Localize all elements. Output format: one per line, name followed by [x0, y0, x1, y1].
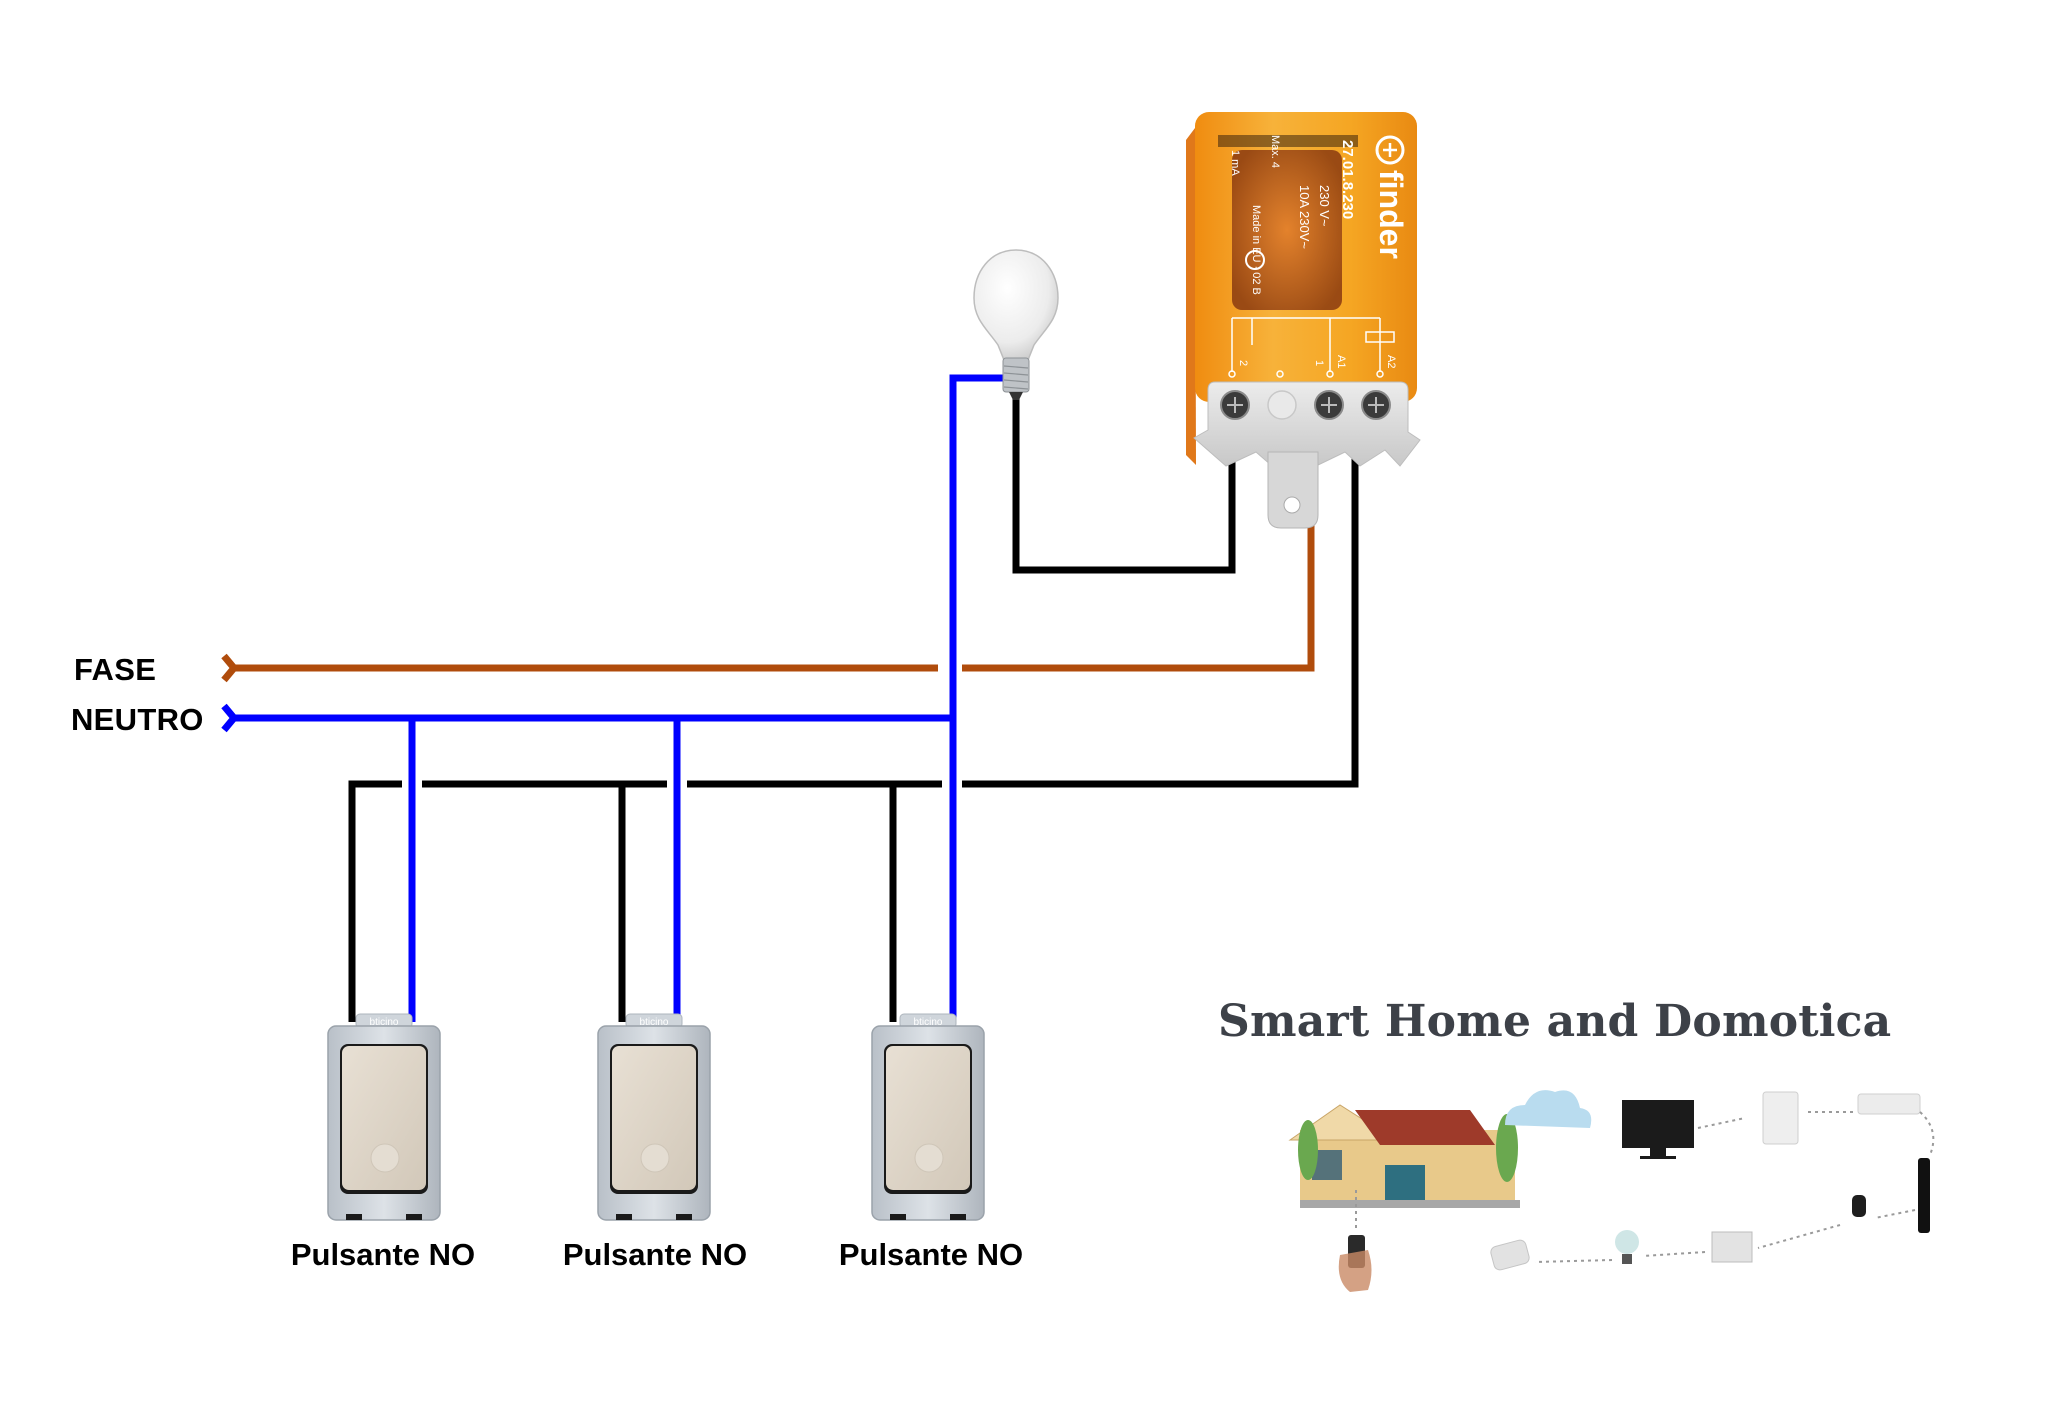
push-button-switch-1: bticino	[327, 1013, 441, 1221]
air-conditioner-icon	[1857, 1093, 1921, 1115]
tv-icon	[1622, 1100, 1694, 1148]
relay-side-shadow	[1186, 128, 1196, 465]
terminal-label-2: 2	[1237, 360, 1249, 366]
relay-coil-rating: 230 V~	[1317, 185, 1332, 227]
switch-3-label: Pulsante NO	[838, 1237, 1024, 1272]
switch-led-dot	[640, 1143, 670, 1173]
neutral-arrowhead	[221, 703, 239, 733]
switch-clip	[406, 1214, 422, 1220]
smart-plug-icon	[1490, 1239, 1530, 1271]
switch-1-label: Pulsante NO	[290, 1237, 476, 1272]
switch-key	[342, 1046, 426, 1190]
relay-mount-tab	[1267, 451, 1319, 529]
switch-brand-stamp: bticino	[370, 1017, 399, 1028]
switch-key	[612, 1046, 696, 1190]
terminal-label-a1: A1	[1335, 355, 1347, 368]
switches: bticino bticino bticino	[327, 1013, 985, 1221]
switch-clip	[616, 1214, 632, 1220]
switch-key	[886, 1046, 970, 1190]
switch-brand-stamp: bticino	[914, 1017, 943, 1028]
tower-speaker-icon	[1918, 1158, 1930, 1233]
switch-led-dot	[370, 1143, 400, 1173]
tree-icon	[1298, 1120, 1318, 1180]
relay-origin: Made in EU · 02 B	[1250, 205, 1262, 295]
terminal-label-1: 1	[1313, 360, 1325, 366]
ce-mark-icon	[1245, 250, 1265, 270]
relay-contact-rating: 10A 230V~	[1297, 185, 1312, 249]
brand-title: Smart Home and Domotica	[1218, 996, 1892, 1047]
push-button-switch-3: bticino	[871, 1013, 985, 1221]
lamp	[973, 249, 1059, 400]
cloud-icon	[1505, 1090, 1592, 1128]
relay-terminal-screws	[1220, 390, 1391, 420]
phase-label: FASE	[74, 652, 157, 687]
switch-clip	[890, 1214, 906, 1220]
switch-2-label: Pulsante NO	[562, 1237, 748, 1272]
terminal-label-a2: A2	[1385, 355, 1397, 368]
house-icon	[1288, 1104, 1520, 1208]
control-bus-seg-1	[348, 780, 402, 1022]
relay-max-note: Max. 4	[1269, 135, 1281, 168]
lamp-return-wire	[1012, 395, 1236, 574]
switch-brand-stamp: bticino	[640, 1017, 669, 1028]
neutral-wire-to-lamp	[949, 374, 1003, 1022]
smart-home-illustration	[1288, 1090, 1935, 1292]
switch-clip	[950, 1214, 966, 1220]
controller-box-icon	[1711, 1231, 1753, 1263]
neutral-label: NEUTRO	[71, 702, 204, 737]
finder-logo-icon	[1375, 135, 1405, 165]
control-bus-seg-4	[962, 458, 1359, 788]
switch-clip	[346, 1214, 362, 1220]
switch-clip	[676, 1214, 692, 1220]
relay-model: 27.01.8.230	[1339, 140, 1356, 219]
relay-brand: finder	[1373, 170, 1409, 259]
lamp-glass	[973, 249, 1059, 361]
tree-icon	[1496, 1114, 1518, 1182]
smart-bulb-icon	[1615, 1230, 1639, 1254]
wires	[221, 374, 1359, 1022]
screw-empty	[1267, 390, 1297, 420]
relay-current-note: 1 mA	[1229, 150, 1241, 176]
router-icon	[1762, 1091, 1799, 1145]
camera-icon	[1852, 1195, 1866, 1217]
phase-arrowhead	[221, 653, 239, 683]
relay-finder: finder 27.01.8.230 230 V~ 10A 230V~ Max.…	[1186, 112, 1421, 529]
push-button-switch-2: bticino	[597, 1013, 711, 1221]
switch-led-dot	[914, 1143, 944, 1173]
